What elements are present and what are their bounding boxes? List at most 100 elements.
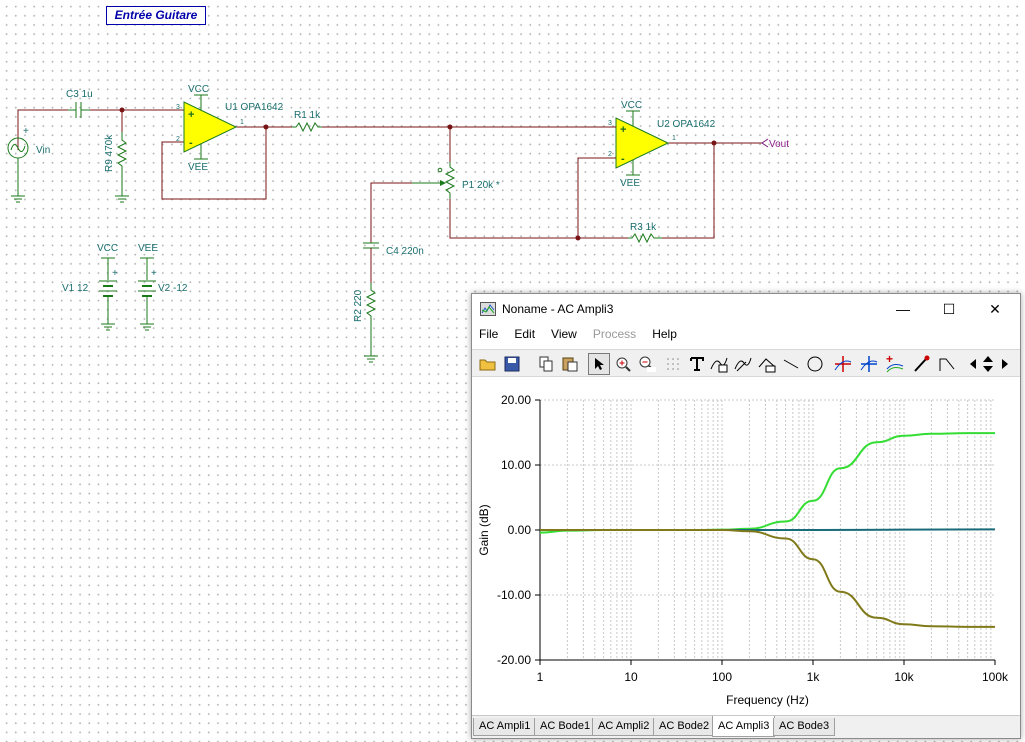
maximize-icon: ☐: [942, 300, 956, 317]
schematic-title[interactable]: Entrée Guitare: [106, 6, 206, 25]
menu-file[interactable]: File: [479, 327, 499, 341]
u1-plus-sign: +: [188, 109, 194, 121]
menu-process: Process: [592, 327, 637, 341]
save-icon: [504, 356, 520, 372]
grid-button[interactable]: [662, 353, 684, 375]
window-title: Noname - AC Ampli3: [502, 302, 614, 316]
add-curve-button[interactable]: +: [884, 353, 906, 375]
line-button[interactable]: [780, 353, 802, 375]
copy-button[interactable]: [535, 353, 557, 375]
r2-resistor[interactable]: [364, 283, 378, 363]
v1-battery[interactable]: [99, 257, 117, 331]
tab-ac-ampli1[interactable]: AC Ampli1: [473, 718, 537, 736]
annotation-icon: [758, 358, 776, 373]
series-line-2: [540, 529, 995, 628]
line-icon: [783, 359, 799, 369]
scroll-left-button[interactable]: [966, 353, 980, 375]
r3-resistor[interactable]: [628, 232, 662, 244]
c4-capacitor[interactable]: [363, 242, 379, 283]
curve-label-icon: [710, 357, 728, 373]
vout-terminal[interactable]: [761, 138, 769, 148]
x-axis-title: Frequency (Hz): [726, 693, 809, 707]
c4-label: C4 220n: [386, 246, 424, 257]
r9-label: R9 470k: [104, 134, 115, 172]
paste-icon: [562, 357, 578, 372]
curve-label-button[interactable]: [708, 353, 730, 375]
tab-ac-bode2[interactable]: AC Bode2: [653, 718, 716, 736]
u2-pin3: 3: [608, 120, 612, 127]
r1-resistor[interactable]: [292, 121, 322, 133]
vin-source[interactable]: [7, 137, 29, 203]
y-tick-label: 10.00: [501, 458, 531, 472]
u1-pin1: 1: [240, 119, 244, 126]
circle-icon: [807, 356, 823, 372]
v2-battery[interactable]: [138, 257, 156, 331]
open-icon: [479, 359, 496, 371]
u2-vee-label: VEE: [620, 178, 640, 189]
tab-ac-ampli3[interactable]: AC Ampli3: [712, 716, 776, 737]
text-button[interactable]: [686, 353, 708, 375]
x-tick-label: 10k: [894, 670, 914, 684]
close-button[interactable]: ✕: [972, 294, 1018, 324]
c3-label: C3 1u: [66, 89, 93, 100]
c3-capacitor[interactable]: [68, 102, 90, 118]
menu-bar: File Edit View Process Help: [472, 324, 1020, 344]
x-tick-label: 1k: [807, 670, 821, 684]
zoom-100-button[interactable]: [636, 353, 658, 375]
junctions: [119, 107, 717, 241]
analysis-tabs: AC Ampli1 AC Bode1 AC Ampli2 AC Bode2 AC…: [472, 715, 1020, 738]
minimize-icon: —: [896, 301, 910, 317]
menu-edit[interactable]: Edit: [514, 327, 536, 341]
tab-ac-ampli2[interactable]: AC Ampli2: [592, 718, 656, 736]
annotation-button[interactable]: [756, 353, 778, 375]
copy-icon: [539, 356, 553, 372]
maximize-button[interactable]: ☐: [926, 294, 972, 324]
pointer-icon: [595, 358, 604, 370]
menu-view[interactable]: View: [551, 327, 577, 341]
analysis-window[interactable]: Noname - AC Ampli3 — ☐ ✕ File Edit View …: [471, 293, 1021, 739]
cursor-b-icon: [860, 356, 878, 372]
text-icon: [690, 357, 704, 371]
u1-pin3: 3: [176, 104, 180, 111]
u2-plus-sign: +: [620, 124, 626, 136]
cursor-a-button[interactable]: [832, 353, 854, 375]
y-axis-title: Gain (dB): [477, 504, 491, 555]
open-button[interactable]: [477, 353, 499, 375]
y-tick-label: 0.00: [508, 523, 532, 537]
y-tick-label: -10.00: [497, 588, 531, 602]
y-tick-label: -20.00: [497, 653, 531, 667]
paste-button[interactable]: [559, 353, 581, 375]
save-button[interactable]: [501, 353, 523, 375]
series-line-0: [539, 432, 995, 534]
window-titlebar[interactable]: Noname - AC Ampli3 — ☐ ✕: [472, 294, 1020, 324]
x-tick-label: 1: [537, 670, 544, 684]
pen-button[interactable]: [910, 353, 932, 375]
vin-label: Vin: [36, 145, 50, 156]
p1-potentiometer[interactable]: [412, 162, 456, 199]
u1-opamp[interactable]: [183, 94, 238, 160]
marker-button[interactable]: [732, 353, 754, 375]
tab-ac-bode1[interactable]: AC Bode1: [534, 718, 597, 736]
cursor-b-button[interactable]: [858, 353, 880, 375]
v1-net-label: VCC: [97, 243, 118, 254]
r2-label: R2 220: [353, 289, 364, 322]
tab-ac-bode3[interactable]: AC Bode3: [773, 718, 836, 736]
circle-button[interactable]: [804, 353, 826, 375]
p1-label: P1 20k *: [462, 180, 500, 191]
pointer-button[interactable]: [588, 353, 610, 375]
u2-opamp[interactable]: [610, 110, 670, 176]
zoom-in-button[interactable]: [612, 353, 634, 375]
toolbar: +: [472, 349, 1020, 377]
r1-label: R1 1k: [294, 110, 321, 121]
scroll-updown-button[interactable]: [980, 353, 996, 375]
r9-resistor[interactable]: [115, 132, 129, 203]
scroll-right-button[interactable]: [998, 353, 1012, 375]
menu-help[interactable]: Help: [652, 327, 677, 341]
style-button[interactable]: [936, 353, 958, 375]
u2-minus-sign: -: [621, 153, 625, 165]
minimize-button[interactable]: —: [880, 294, 926, 324]
